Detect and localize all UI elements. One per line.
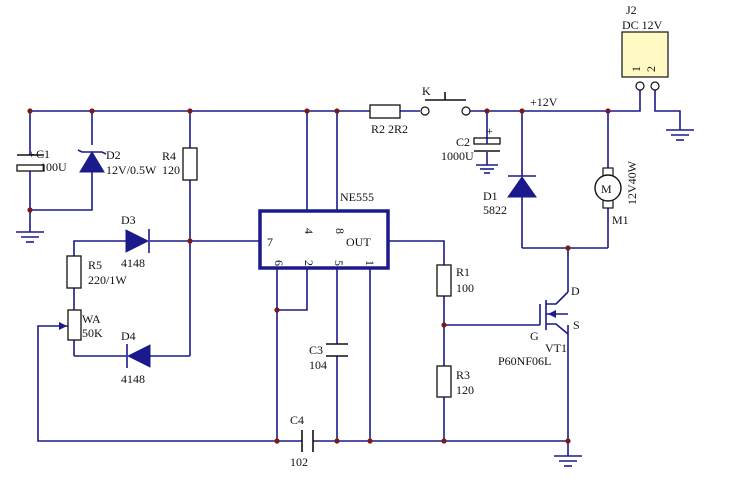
- r3-name-label: R3: [456, 368, 470, 382]
- pin8-label: 8: [333, 228, 347, 234]
- r5-name-label: R5: [88, 258, 102, 272]
- capacitor-c1: + C1 100U: [16, 145, 67, 178]
- c1-plus-label: +: [28, 147, 35, 161]
- ne555-chip: NE555 4 8 7 OUT 6 2 5 1: [258, 190, 390, 270]
- r1-name-label: R1: [456, 265, 470, 279]
- wa-value-label: 50K: [82, 326, 103, 340]
- d1-value-label: 5822: [483, 203, 507, 217]
- d3-value-label: 4148: [121, 256, 145, 270]
- motor-symbol-label: M: [601, 182, 612, 196]
- drain-label: D: [571, 284, 580, 298]
- connector-j2: J2 DC 12V 1 2: [621, 3, 669, 91]
- d1-name-label: D1: [483, 189, 498, 203]
- m1-name-label: M1: [612, 213, 629, 227]
- r3-value-label: 120: [456, 383, 474, 397]
- potentiometer-wa: WA 50K: [59, 309, 103, 341]
- c3-value-label: 104: [309, 358, 327, 372]
- d4-name-label: D4: [121, 329, 136, 343]
- source-label: S: [573, 318, 580, 332]
- d4-value-label: 4148: [121, 372, 145, 386]
- c1-value-label: 100U: [40, 160, 67, 174]
- wires: [29, 82, 681, 456]
- diode-d3: D3 4148: [121, 213, 150, 270]
- resistor-r3: R3 120: [436, 365, 474, 398]
- c4-name-label: C4: [290, 413, 304, 427]
- ground-source: [554, 455, 582, 467]
- r4-value-label: 120: [162, 163, 180, 177]
- pin5-label: 5: [332, 260, 346, 266]
- vt1-name-label: VT1: [545, 341, 567, 355]
- pin7-label: 7: [267, 235, 273, 249]
- switch-k-label: K: [422, 84, 431, 98]
- c2-name-label: C2: [456, 135, 470, 149]
- d2-name-label: D2: [106, 148, 121, 162]
- capacitor-c3: C3 104: [309, 343, 348, 372]
- d3-name-label: D3: [121, 213, 136, 227]
- d2-value-label: 12V/0.5W: [106, 163, 157, 177]
- pin4-label: 4: [302, 228, 316, 234]
- capacitor-c2: + C2 1000U: [441, 124, 501, 163]
- c2-plus-label: +: [486, 124, 493, 138]
- c2-value-label: 1000U: [441, 149, 474, 163]
- vt1-value-label: P60NF06L: [498, 354, 551, 368]
- ground-left: [16, 231, 44, 243]
- diode-d1: D1 5822: [483, 175, 537, 217]
- plus12v-label: +12V: [530, 95, 558, 109]
- ground-c2: [476, 164, 498, 174]
- diode-d4: D4 4148: [121, 329, 151, 386]
- resistor-r1: R1 100: [436, 264, 474, 297]
- motor-m1: M M1 12V40W: [594, 160, 639, 227]
- resistor-r5: R5 220/1W: [66, 255, 127, 289]
- switch-k: K: [420, 84, 471, 116]
- r4-name-label: R4: [162, 149, 176, 163]
- gate-label: G: [530, 329, 539, 343]
- r2-label: R2 2R2: [371, 122, 408, 136]
- junction-dots: [27, 108, 611, 444]
- c4-value-label: 102: [290, 455, 308, 469]
- c3-name-label: C3: [309, 343, 323, 357]
- pin6-label: 6: [272, 260, 286, 266]
- r1-value-label: 100: [456, 281, 474, 295]
- capacitor-c4: C4 102: [290, 413, 314, 469]
- m1-value-label: 12V40W: [625, 160, 639, 205]
- zener-diode-d2: D2 12V/0.5W: [77, 148, 157, 177]
- mosfet-vt1: D G S VT1 P60NF06L: [498, 284, 580, 368]
- ne555-label: NE555: [340, 190, 374, 204]
- out-label: OUT: [346, 235, 371, 249]
- ground-j2: [666, 129, 694, 141]
- j2-pin1-label: 1: [629, 66, 643, 72]
- j2-voltage-label: DC 12V: [622, 18, 663, 32]
- resistor-r4: R4 120: [162, 147, 198, 181]
- c1-name-label: C1: [36, 147, 50, 161]
- wa-name-label: WA: [82, 312, 101, 326]
- j2-label: J2: [626, 3, 637, 17]
- pin2-label: 2: [302, 260, 316, 266]
- resistor-r2: R2 2R2: [369, 104, 408, 136]
- j2-pin2-label: 2: [644, 66, 658, 72]
- r5-value-label: 220/1W: [88, 273, 127, 287]
- pin1-label: 1: [363, 260, 377, 266]
